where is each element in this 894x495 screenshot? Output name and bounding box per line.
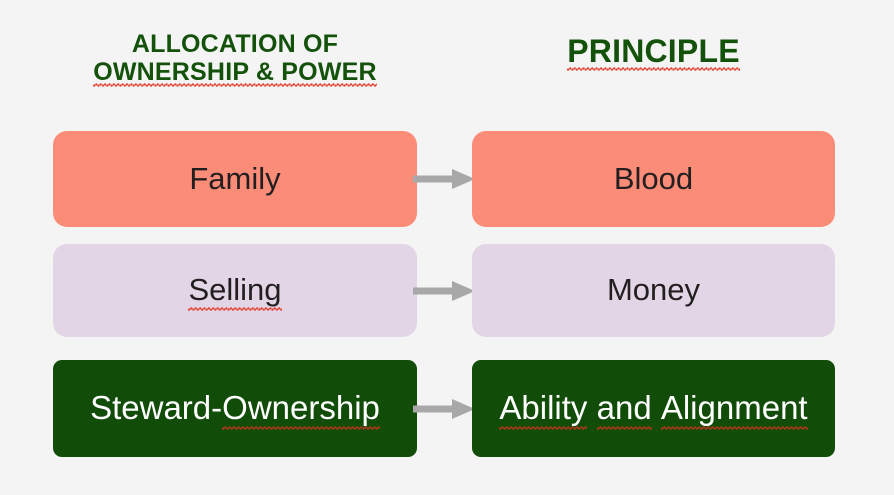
- box-money[interactable]: Money: [472, 244, 835, 337]
- column-heading-principle-text: PRINCIPLE: [567, 33, 740, 71]
- box-steward-ownership[interactable]: Steward-Ownership: [53, 360, 417, 457]
- box-ability-label-part3: Alignment: [660, 389, 808, 430]
- box-selling[interactable]: Selling: [53, 244, 417, 337]
- box-blood[interactable]: Blood: [472, 131, 835, 227]
- box-steward-ownership-label-part2: Ownership: [222, 389, 380, 430]
- box-family[interactable]: Family: [53, 131, 417, 227]
- box-family-label: Family: [189, 160, 281, 196]
- box-steward-ownership-label: Steward-Ownership: [90, 389, 380, 430]
- box-money-label: Money: [606, 272, 701, 308]
- arrow-right-icon-row2: [413, 281, 475, 301]
- box-steward-ownership-label-part1: Steward-: [90, 389, 223, 427]
- box-ability-and-alignment[interactable]: Ability and Alignment: [472, 360, 835, 457]
- box-ability-label-part2: and: [596, 389, 652, 430]
- column-heading-allocation-text: ALLOCATION OF OWNERSHIP & POWER: [93, 30, 377, 87]
- column-heading-principle: PRINCIPLE: [472, 33, 835, 71]
- box-ability-and-alignment-label: Ability and Alignment: [499, 389, 808, 430]
- box-blood-label: Blood: [613, 160, 694, 196]
- arrow-right-icon-row3: [413, 399, 475, 419]
- box-ability-label-part1: Ability: [499, 389, 588, 430]
- box-selling-label: Selling: [188, 272, 282, 311]
- column-heading-allocation: ALLOCATION OF OWNERSHIP & POWER: [53, 30, 417, 87]
- arrow-right-icon-row1: [413, 169, 475, 189]
